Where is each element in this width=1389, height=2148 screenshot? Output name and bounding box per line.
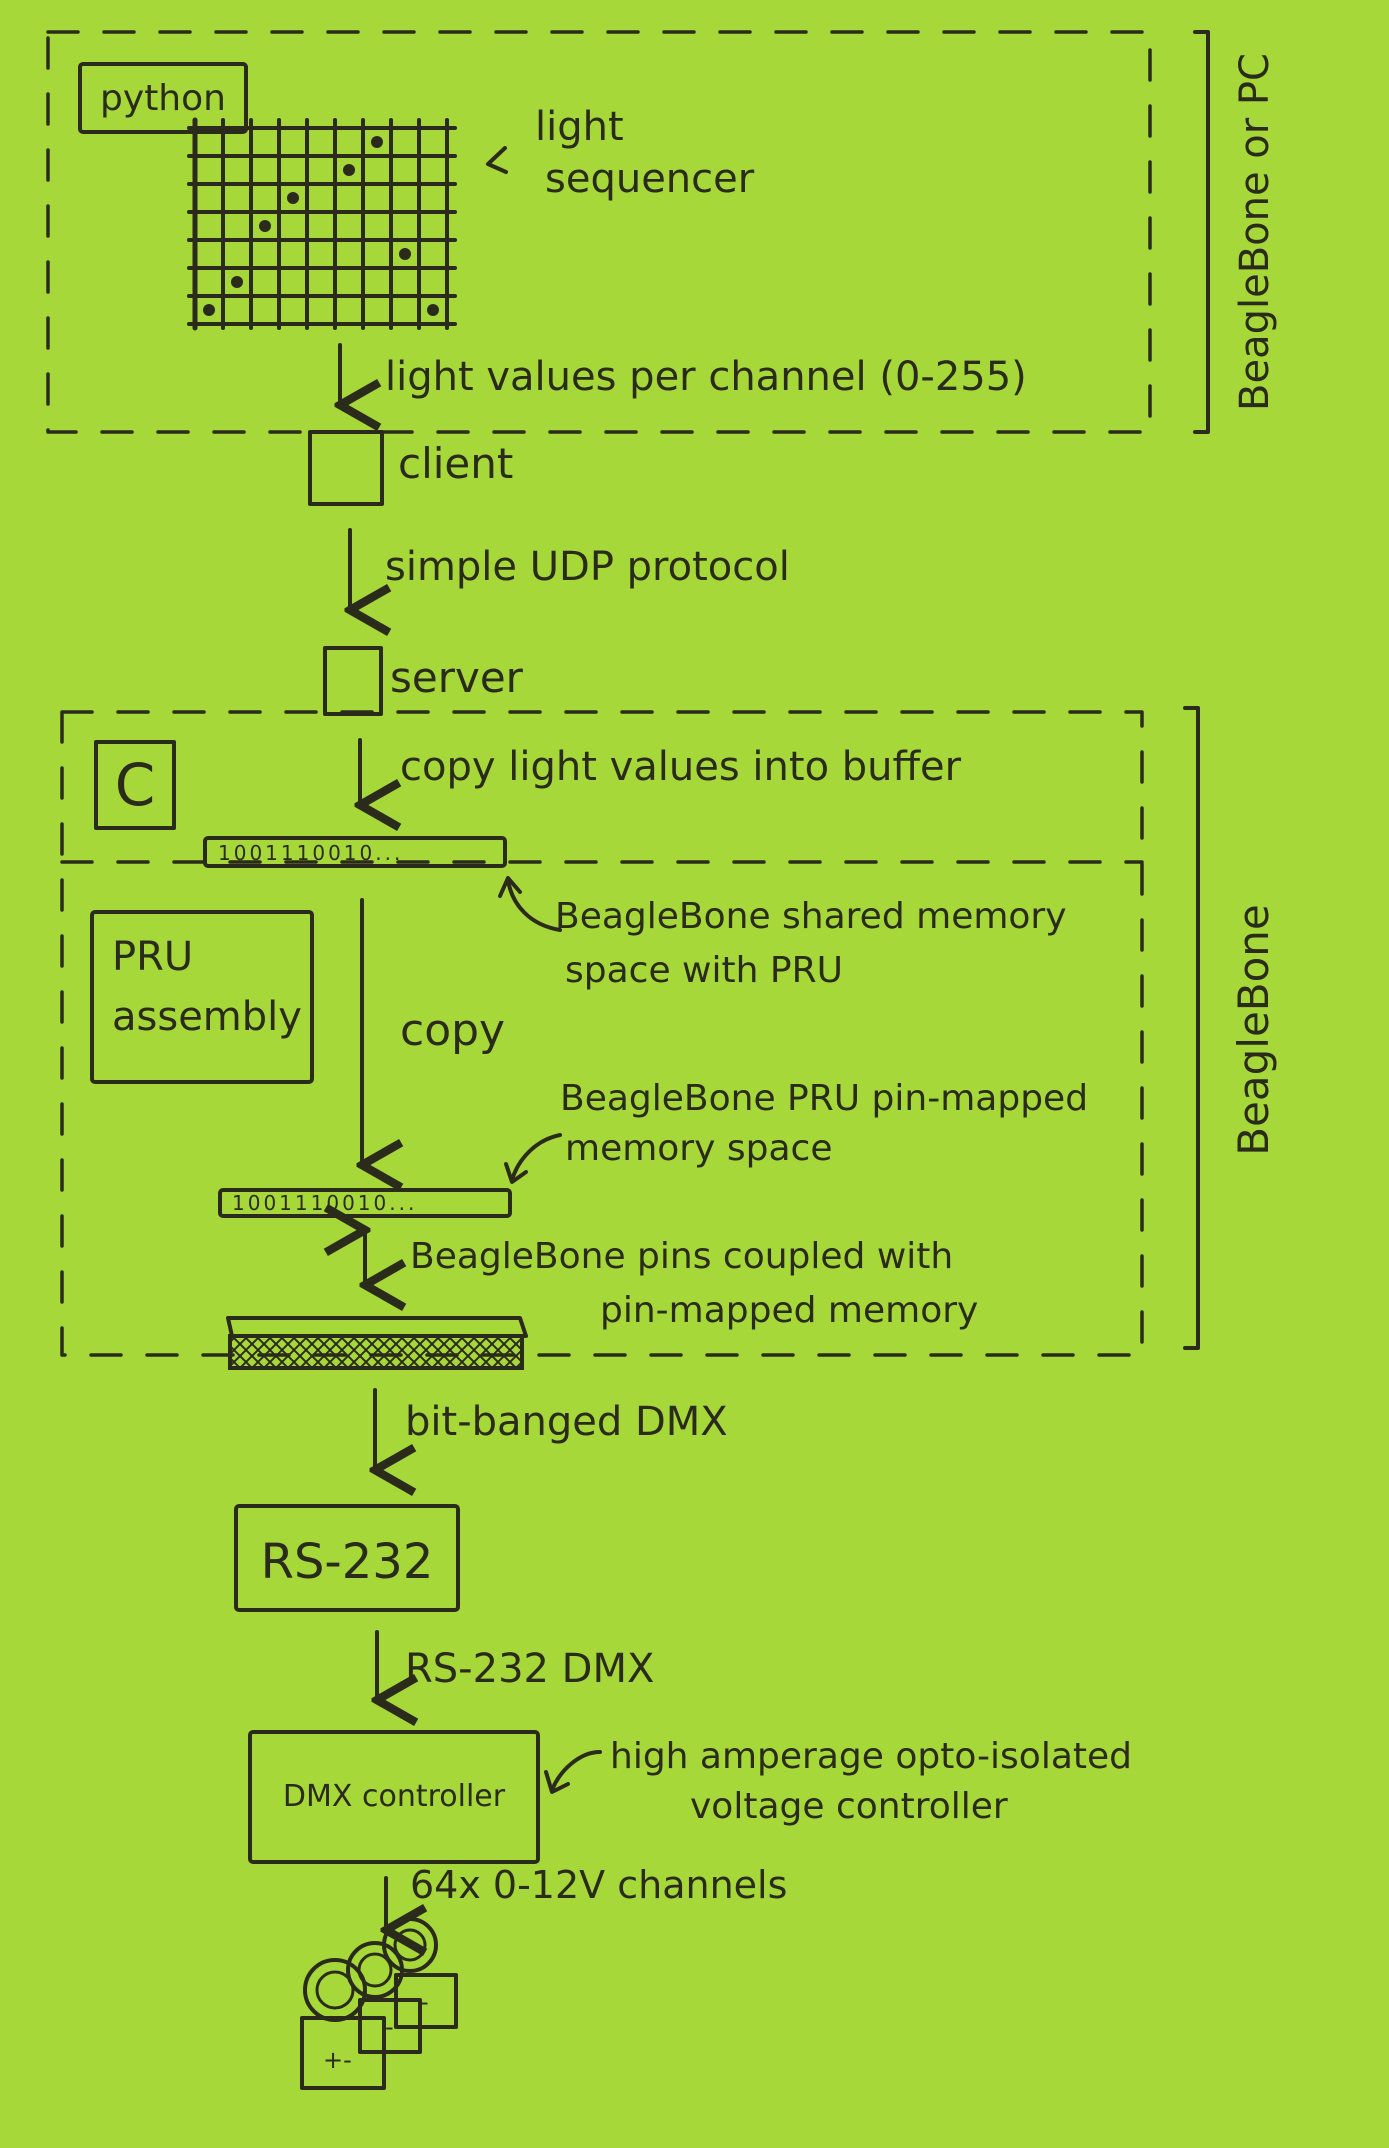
light-sequencer-label: light sequencer	[535, 104, 755, 202]
c-label: C	[115, 751, 156, 819]
rs232-box: RS-232	[234, 1504, 460, 1612]
sequencer-dot	[231, 276, 243, 288]
sequencer-dot	[287, 192, 299, 204]
python-box: python	[78, 62, 248, 134]
copy-buffer-label: copy light values into buffer	[400, 744, 962, 790]
rs232-label: RS-232	[261, 1534, 434, 1590]
channels-label: 64x 0-12V channels	[410, 1863, 787, 1907]
c-box	[94, 740, 176, 830]
sequencer-dot	[399, 248, 411, 260]
client-box	[308, 430, 384, 506]
dmx-controller-box: DMX controller	[248, 1730, 540, 1864]
pin-mapped-bits: 1001110010...	[232, 1191, 417, 1215]
rs232-dmx-label: RS-232 DMX	[405, 1646, 654, 1692]
pins-coupled-label: BeagleBone pins coupled with pin-mapped …	[410, 1236, 978, 1331]
udp-label: simple UDP protocol	[385, 544, 790, 590]
dmx-controller-label: DMX controller	[283, 1779, 506, 1814]
python-label: python	[100, 78, 226, 119]
pru-assembly-label: PRU assembly	[112, 934, 302, 1040]
sequencer-dot	[343, 164, 355, 176]
sequencer-dot	[427, 304, 439, 316]
bracket-label-bottom: BeagleBone	[1229, 904, 1278, 1156]
bulb-plus-minus: +-	[323, 2046, 352, 2074]
region-beaglebone-or-pc: BeagleBone or PC	[46, 30, 1278, 434]
shared-memory-label: BeagleBone shared memory space with PRU	[555, 896, 1078, 991]
shared-memory-pointer-icon	[498, 876, 562, 932]
sequencer-pointer-icon	[486, 146, 508, 174]
copy-label: copy	[400, 1005, 505, 1056]
light-sequencer-grid	[187, 117, 457, 331]
server-box	[323, 646, 383, 716]
pin-mapped-pointer-icon	[504, 1133, 562, 1184]
region-beaglebone: BeagleBone	[60, 706, 1278, 1357]
pin-mapped-label: BeagleBone PRU pin-mapped memory space	[560, 1078, 1100, 1169]
bracket-label-top: BeagleBone or PC	[1232, 53, 1278, 411]
client-label: client	[398, 439, 513, 488]
sequencer-dot	[371, 136, 383, 148]
light-bulbs-icon: - - +-	[300, 1917, 458, 2090]
shared-memory-bits: 1001110010...	[218, 841, 403, 865]
light-values-label: light values per channel (0-255)	[385, 354, 1027, 400]
sequencer-dot	[203, 304, 215, 316]
bulb-minus-2: -	[385, 2013, 394, 2041]
voltage-pointer-icon	[544, 1750, 602, 1794]
pin-mapped-memory-strip: 1001110010...	[218, 1188, 512, 1218]
sequencer-dot	[259, 220, 271, 232]
pin-header-icon	[226, 1316, 528, 1370]
shared-memory-strip: 1001110010...	[203, 836, 507, 868]
bit-banged-label: bit-banged DMX	[405, 1399, 728, 1445]
voltage-controller-label: high amperage opto-isolated voltage cont…	[610, 1736, 1143, 1827]
bulb-minus-3: -	[420, 1988, 429, 2016]
pru-assembly-box: PRU assembly	[90, 910, 314, 1084]
server-label: server	[390, 653, 524, 702]
